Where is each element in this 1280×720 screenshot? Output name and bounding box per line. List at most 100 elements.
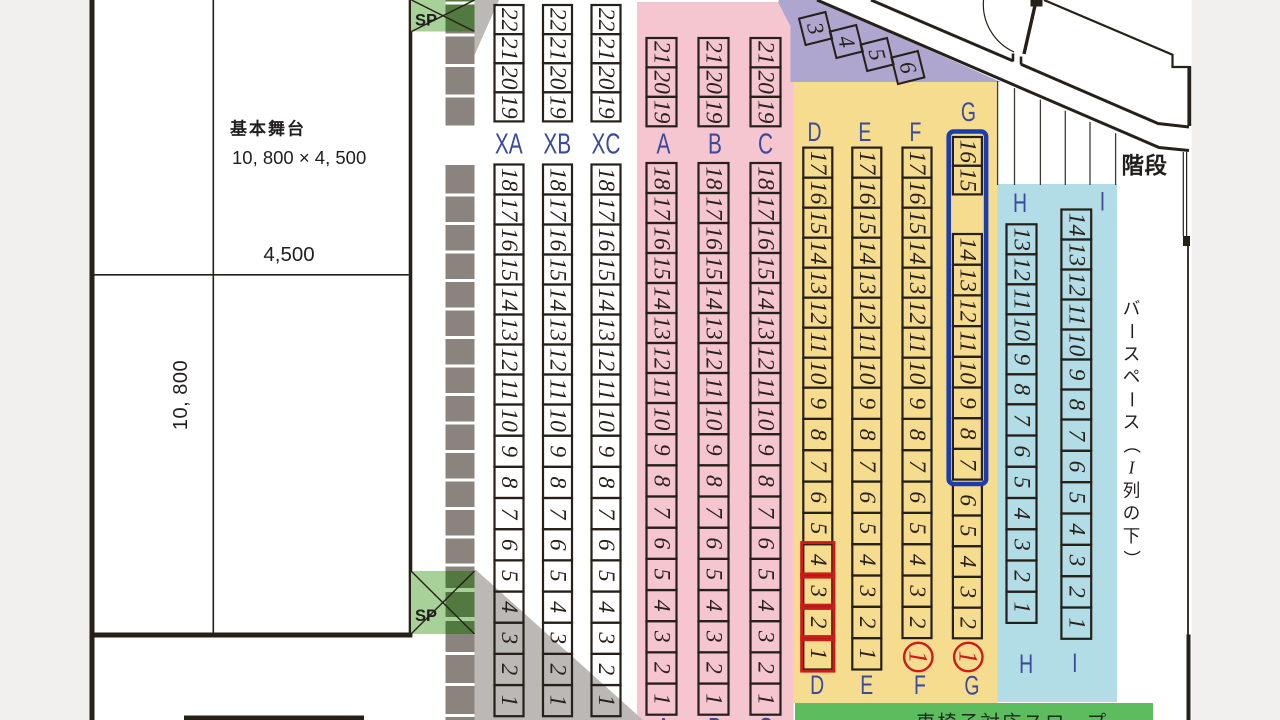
svg-text:階段: 階段: [1121, 153, 1167, 179]
svg-text:14: 14: [753, 286, 779, 310]
svg-text:16: 16: [904, 181, 930, 205]
svg-text:19: 19: [701, 100, 727, 124]
svg-text:16: 16: [496, 228, 522, 252]
svg-text:I: I: [1072, 648, 1077, 678]
svg-text:5: 5: [701, 569, 727, 581]
svg-text:8: 8: [1009, 383, 1035, 395]
svg-text:17: 17: [904, 151, 930, 176]
svg-text:6: 6: [753, 537, 779, 549]
svg-text:10: 10: [954, 360, 980, 384]
svg-text:車椅子対応スロープ: 車椅子対応スロープ: [916, 712, 1108, 720]
svg-text:2: 2: [593, 664, 619, 676]
svg-text:F: F: [914, 670, 926, 700]
svg-text:6: 6: [1063, 461, 1089, 473]
svg-text:バ: バ: [1123, 298, 1141, 318]
svg-text:10: 10: [593, 408, 619, 432]
svg-text:XA: XA: [495, 128, 523, 160]
svg-text:17: 17: [854, 151, 880, 176]
svg-text:12: 12: [854, 301, 880, 325]
svg-text:22: 22: [496, 8, 522, 32]
svg-text:3: 3: [1009, 538, 1035, 551]
svg-text:9: 9: [753, 444, 779, 456]
svg-text:5: 5: [805, 523, 831, 535]
svg-text:8: 8: [854, 429, 880, 441]
svg-text:ペ: ペ: [1123, 367, 1141, 387]
svg-text:7: 7: [805, 460, 831, 473]
svg-text:5: 5: [954, 525, 980, 537]
svg-text:10: 10: [1063, 333, 1089, 357]
svg-text:9: 9: [593, 445, 619, 457]
svg-text:4: 4: [954, 556, 980, 568]
svg-text:2: 2: [954, 617, 980, 629]
svg-text:19: 19: [545, 95, 571, 119]
svg-text:14: 14: [954, 238, 980, 262]
svg-text:14: 14: [701, 286, 727, 310]
svg-text:3: 3: [954, 585, 980, 598]
svg-text:1: 1: [593, 695, 619, 707]
svg-text:20: 20: [701, 70, 727, 94]
svg-text:9: 9: [496, 445, 522, 457]
svg-text:3: 3: [854, 584, 880, 597]
svg-text:12: 12: [1009, 258, 1035, 282]
svg-text:11: 11: [701, 377, 727, 399]
svg-text:15: 15: [649, 256, 675, 280]
svg-text:9: 9: [954, 397, 980, 409]
svg-text:8: 8: [753, 475, 779, 487]
svg-text:10: 10: [649, 407, 675, 431]
svg-text:1: 1: [903, 650, 933, 663]
svg-text:13: 13: [1063, 243, 1089, 267]
svg-text:19: 19: [593, 95, 619, 119]
svg-text:7: 7: [593, 508, 619, 521]
svg-text:21: 21: [545, 37, 571, 61]
svg-text:8: 8: [805, 429, 831, 441]
svg-text:13: 13: [854, 271, 880, 295]
svg-text:14: 14: [649, 286, 675, 310]
svg-text:12: 12: [496, 348, 522, 372]
svg-text:5: 5: [904, 523, 930, 535]
svg-text:14: 14: [1063, 213, 1089, 237]
svg-text:3: 3: [545, 631, 571, 644]
svg-text:7: 7: [753, 506, 779, 519]
svg-text:15: 15: [854, 211, 880, 235]
svg-text:G: G: [964, 671, 979, 701]
svg-text:19: 19: [649, 100, 675, 124]
svg-text:1: 1: [1009, 602, 1035, 614]
svg-text:1: 1: [953, 650, 983, 663]
svg-text:A: A: [657, 713, 671, 720]
svg-text:9: 9: [904, 397, 930, 409]
svg-text:8: 8: [496, 477, 522, 489]
svg-text:6: 6: [649, 537, 675, 549]
svg-text:7: 7: [649, 506, 675, 519]
svg-text:3: 3: [904, 584, 930, 597]
svg-text:11: 11: [1063, 304, 1089, 326]
svg-text:12: 12: [954, 299, 980, 323]
svg-text:15: 15: [805, 211, 831, 235]
svg-text:D: D: [807, 117, 821, 147]
svg-text:18: 18: [701, 166, 727, 190]
svg-text:H: H: [1013, 188, 1027, 218]
svg-text:4: 4: [854, 554, 880, 566]
svg-text:15: 15: [954, 168, 980, 192]
svg-text:17: 17: [545, 198, 571, 223]
svg-text:ス: ス: [1123, 412, 1141, 432]
svg-text:9: 9: [545, 445, 571, 457]
svg-text:21: 21: [496, 37, 522, 61]
svg-text:15: 15: [593, 258, 619, 282]
svg-text:1: 1: [496, 695, 522, 707]
svg-text:11: 11: [753, 377, 779, 399]
svg-text:2: 2: [854, 617, 880, 629]
svg-text:5: 5: [593, 570, 619, 582]
svg-text:（: （: [1122, 436, 1142, 454]
svg-text:1: 1: [1063, 617, 1089, 629]
svg-text:16: 16: [701, 226, 727, 250]
svg-text:19: 19: [496, 95, 522, 119]
svg-text:10: 10: [854, 361, 880, 385]
svg-text:11: 11: [805, 332, 831, 354]
svg-text:2: 2: [545, 664, 571, 676]
svg-text:4: 4: [496, 601, 522, 613]
svg-text:2: 2: [1063, 586, 1089, 598]
svg-text:15: 15: [904, 211, 930, 235]
svg-text:15: 15: [496, 258, 522, 282]
svg-text:F: F: [910, 117, 922, 147]
svg-text:9: 9: [854, 397, 880, 409]
